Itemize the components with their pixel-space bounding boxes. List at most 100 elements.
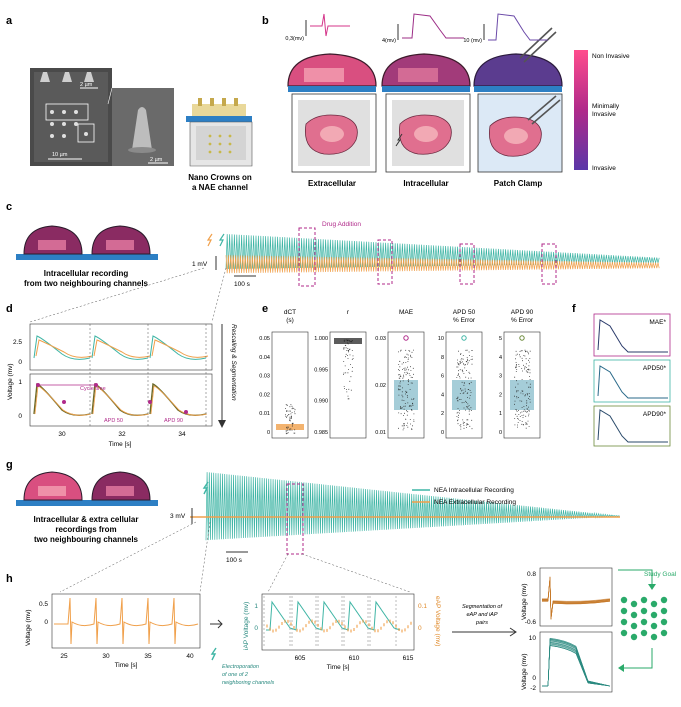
h-xtick2-b: 610 bbox=[349, 655, 360, 662]
panel-letter-g: g bbox=[6, 459, 13, 471]
panel-c: Intracellular recording from two neighbo… bbox=[16, 221, 660, 323]
h-electro-3: neighboring channels bbox=[222, 680, 275, 686]
colorbar-invasive: Invasive bbox=[592, 165, 616, 172]
h-xtick2-a: 605 bbox=[295, 655, 306, 662]
e-tick-4-5: 0 bbox=[499, 430, 502, 436]
h-xlabel2: Time [s] bbox=[327, 664, 350, 671]
drug-box-4 bbox=[541, 243, 557, 285]
trace-g-group bbox=[190, 472, 620, 541]
e-title-4: APD 90 bbox=[511, 309, 534, 316]
scale-100s-c: 100 s bbox=[234, 281, 251, 288]
panel-g: Intracellular & extra cellular recording… bbox=[16, 471, 620, 593]
nae-channel-schematic bbox=[186, 98, 253, 167]
e-box-1 bbox=[334, 338, 362, 344]
panel-letter-d: d bbox=[6, 303, 13, 315]
panel-e: dCT(s)0.050.040.030.020.010r1.0000.9950.… bbox=[259, 309, 541, 439]
e-outlier-4 bbox=[519, 335, 525, 341]
scale-label-2um-zoom: 2 µm bbox=[150, 157, 163, 163]
e-title-3: APD 50 bbox=[453, 309, 476, 316]
e-tick-0-2: 0.03 bbox=[259, 374, 270, 380]
h-plot3b-frame bbox=[539, 631, 613, 693]
e-box-2 bbox=[394, 380, 418, 410]
e-tick-1-2: 0.990 bbox=[314, 399, 328, 405]
nn-node-3-2 bbox=[650, 622, 658, 630]
label-patch-clamp: Patch Clamp bbox=[494, 179, 543, 188]
d-marker-1 bbox=[94, 383, 98, 387]
drug-box-1 bbox=[298, 227, 316, 287]
d-xtick-3: 34 bbox=[178, 431, 186, 438]
e-tick-0-0: 0.05 bbox=[259, 336, 270, 342]
h-xtick1-a: 25 bbox=[60, 653, 68, 660]
h-ytick1-a: 0.5 bbox=[39, 601, 48, 608]
e-tick-0-1: 0.04 bbox=[259, 355, 270, 361]
caption-g-1: Intracellular & extra cellular bbox=[34, 515, 139, 524]
h-xtick1-d: 40 bbox=[186, 653, 194, 660]
f-trace-apd50 bbox=[597, 365, 668, 399]
e-tick-1-0: 1.000 bbox=[314, 336, 328, 342]
e-tick-2-2: 0.01 bbox=[375, 430, 386, 436]
e-title-1: r bbox=[347, 309, 350, 316]
h-seg-3: pairs bbox=[475, 620, 488, 626]
nn-node-4-2 bbox=[660, 618, 668, 626]
colorbar-minimally-2: Invasive bbox=[592, 111, 616, 118]
h-ylabel2r: eAP Voltage (mv) bbox=[434, 596, 441, 646]
h2-eap bbox=[266, 619, 412, 633]
e-tick-4-3: 2 bbox=[499, 392, 502, 398]
e-frame-0 bbox=[271, 331, 309, 439]
caption-g-2: recordings from bbox=[55, 525, 116, 534]
d-bottom-orange bbox=[34, 385, 208, 416]
e-points-4 bbox=[514, 349, 531, 429]
schematic-two-channels-g bbox=[16, 471, 158, 506]
trace-patch-clamp: 10 (mv) bbox=[463, 13, 548, 44]
h1-trace bbox=[54, 597, 199, 645]
e-subtitle-4: % Error bbox=[511, 317, 534, 324]
trace-c-group bbox=[225, 234, 660, 274]
d-marker-3 bbox=[148, 400, 152, 404]
panel-a: 2 µm 10 µm 2 µm Nano Crowns on a NAE cha… bbox=[30, 68, 253, 192]
e-tick-2-0: 0.03 bbox=[375, 336, 386, 342]
e-tick-0-3: 0.02 bbox=[259, 392, 270, 398]
trace-d-group bbox=[33, 324, 209, 426]
label-extracellular: Extracellular bbox=[308, 179, 356, 188]
h-xtick1-c: 35 bbox=[144, 653, 152, 660]
amp-label-extracellular: 0,3(mv) bbox=[285, 36, 304, 42]
d-marker-0 bbox=[36, 383, 40, 387]
drug-box-3 bbox=[459, 243, 475, 285]
e-tick-3-5: 0 bbox=[441, 430, 444, 436]
nn-node-2-1 bbox=[640, 607, 648, 615]
f-box-apd50 bbox=[593, 359, 671, 403]
d-ylabel: Voltage (mv) bbox=[7, 364, 14, 401]
colorbar-minimally-1: Minimally bbox=[592, 103, 620, 110]
d-ann-cycle: Cycle time bbox=[80, 386, 106, 392]
e-frame-2 bbox=[387, 331, 425, 439]
label-intracellular: Intracellular bbox=[403, 179, 448, 188]
f-trace-mae bbox=[597, 319, 668, 353]
e-points-3 bbox=[456, 349, 473, 430]
caption-nano-crowns-2: a NAE channel bbox=[192, 183, 248, 192]
e-tick-3-0: 10 bbox=[438, 336, 444, 342]
panel-letter-a: a bbox=[6, 15, 13, 27]
panel-letter-h: h bbox=[6, 573, 13, 585]
lightning-icon-orange bbox=[206, 233, 213, 247]
h3-iap-stack bbox=[542, 637, 611, 687]
nn-node-2-2 bbox=[640, 618, 648, 626]
e-tick-3-4: 2 bbox=[441, 411, 444, 417]
e-tick-1-1: 0.995 bbox=[314, 367, 328, 373]
h-ylabel2: iAP Voltage (mv) bbox=[243, 602, 250, 650]
trace-h2-group bbox=[263, 596, 412, 648]
d-ann-apd90: APD 90 bbox=[164, 418, 183, 424]
d-ytick-top-2: 0 bbox=[18, 359, 22, 366]
caption-nano-crowns-1: Nano Crowns on bbox=[188, 173, 252, 182]
h-ylabel3a: Voltage (mv) bbox=[521, 584, 528, 621]
d-side-label: Rescaling & Segmentation bbox=[230, 324, 237, 401]
h-electro-2: of one of 2 bbox=[222, 672, 248, 678]
h2-iap bbox=[266, 600, 401, 631]
panel-letter-f: f bbox=[572, 303, 576, 315]
d-marker-4 bbox=[184, 410, 188, 414]
panel-h: 0.5 0 Voltage (mv) 25 30 35 40 Time [s] … bbox=[25, 567, 677, 693]
h-ytick2r-b: 0 bbox=[418, 625, 422, 632]
sem-crown-array bbox=[50, 110, 88, 138]
amp-label-patch: 10 (mv) bbox=[463, 38, 482, 44]
sem-top-crowns bbox=[40, 72, 94, 82]
e-box-4 bbox=[510, 380, 534, 410]
